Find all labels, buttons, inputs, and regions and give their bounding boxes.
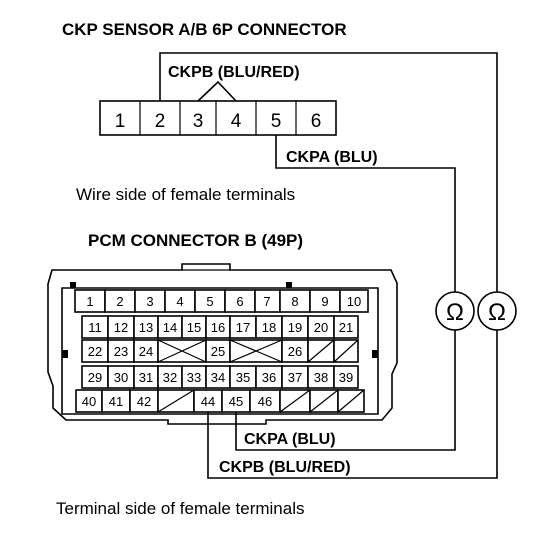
pcm-row-4: 29 30 31 32 33 34 35 36 37 38 39 bbox=[81, 365, 359, 389]
pcm-pin-15: 15 bbox=[187, 320, 201, 335]
ckpb-sensor-label: CKPB (BLU/RED) bbox=[168, 64, 300, 81]
pcm-pin-3: 3 bbox=[146, 294, 153, 309]
pcm-connector-title: PCM CONNECTOR B (49P) bbox=[88, 231, 303, 250]
pcm-pin-39: 39 bbox=[339, 370, 353, 385]
pcm-pin-6: 6 bbox=[236, 294, 243, 309]
pcm-pin-4: 4 bbox=[176, 294, 183, 309]
pcm-pin-37: 37 bbox=[288, 370, 302, 385]
pcm-pin-33: 33 bbox=[187, 370, 201, 385]
sensor-connector-pins: 1 2 3 4 5 6 bbox=[115, 101, 322, 135]
pcm-pin-21: 21 bbox=[339, 320, 353, 335]
pcm-pin-16: 16 bbox=[211, 320, 225, 335]
sensor-pin-3: 3 bbox=[193, 111, 204, 132]
pcm-pin-44: 44 bbox=[201, 394, 215, 409]
pcm-connector: 1 2 3 4 5 6 7 8 9 10 11 12 13 bbox=[47, 263, 398, 425]
pcm-pin-25: 25 bbox=[211, 344, 225, 359]
pcm-pin-23: 23 bbox=[114, 344, 128, 359]
ohmmeter-ckpa: Ω bbox=[435, 291, 475, 331]
pcm-pin-24: 24 bbox=[139, 344, 153, 359]
ckpb-pcm-wire bbox=[207, 330, 498, 479]
ckpa-pcm-label: CKPA (BLU) bbox=[244, 431, 336, 448]
pcm-row-5: 40 41 42 44 45 46 bbox=[75, 389, 365, 413]
pcm-pin-38: 38 bbox=[314, 370, 328, 385]
sensor-pin-2: 2 bbox=[155, 111, 166, 132]
pcm-pin-18: 18 bbox=[262, 320, 276, 335]
pcm-pin-30: 30 bbox=[114, 370, 128, 385]
pcm-pin-19: 19 bbox=[288, 320, 302, 335]
sensor-pin-5: 5 bbox=[271, 111, 282, 132]
ohmmeter-ckpb: Ω bbox=[477, 291, 517, 331]
pcm-pin-13: 13 bbox=[139, 320, 153, 335]
sensor-pin-1: 1 bbox=[115, 111, 126, 132]
pcm-pin-9: 9 bbox=[321, 294, 328, 309]
pcm-pin-17: 17 bbox=[236, 320, 250, 335]
pcm-pin-31: 31 bbox=[139, 370, 153, 385]
pcm-pin-2: 2 bbox=[116, 294, 123, 309]
ckpb-pcm-label: CKPB (BLU/RED) bbox=[219, 459, 351, 476]
pcm-pin-20: 20 bbox=[314, 320, 328, 335]
ohm-icon: Ω bbox=[446, 299, 464, 326]
pcm-pin-area bbox=[61, 287, 379, 415]
pcm-pin-8: 8 bbox=[291, 294, 298, 309]
ckpb-sensor-wire bbox=[159, 52, 498, 292]
pcm-pin-41: 41 bbox=[109, 394, 123, 409]
pcm-pin-34: 34 bbox=[211, 370, 225, 385]
pcm-pin-14: 14 bbox=[163, 320, 177, 335]
pcm-row-3: 22 23 24 25 26 bbox=[81, 339, 359, 363]
sensor-connector-title: CKP SENSOR A/B 6P CONNECTOR bbox=[62, 20, 347, 39]
ohm-icon: Ω bbox=[488, 299, 506, 326]
pcm-pin-29: 29 bbox=[88, 370, 102, 385]
pcm-pin-36: 36 bbox=[262, 370, 276, 385]
pcm-pin-10: 10 bbox=[347, 294, 361, 309]
pcm-pin-11: 11 bbox=[88, 320, 102, 335]
ckpa-pcm-wire bbox=[235, 330, 456, 451]
pcm-pin-1: 1 bbox=[86, 294, 93, 309]
pcm-pin-35: 35 bbox=[236, 370, 250, 385]
ckpa-sensor-label: CKPA (BLU) bbox=[286, 149, 378, 166]
pcm-housing bbox=[47, 263, 398, 425]
pcm-pin-42: 42 bbox=[137, 394, 151, 409]
sensor-caption: Wire side of female terminals bbox=[76, 185, 295, 204]
sensor-pin-6: 6 bbox=[311, 111, 322, 132]
pcm-pin-12: 12 bbox=[114, 320, 128, 335]
ckpa-sensor-wire bbox=[275, 135, 456, 292]
pcm-caption: Terminal side of female terminals bbox=[56, 499, 304, 518]
pcm-pin-45: 45 bbox=[229, 394, 243, 409]
pcm-pin-26: 26 bbox=[288, 344, 302, 359]
sensor-connector-body bbox=[99, 100, 337, 136]
pcm-pin-22: 22 bbox=[88, 344, 102, 359]
sensor-pin-4: 4 bbox=[231, 111, 242, 132]
pcm-pin-7: 7 bbox=[263, 294, 270, 309]
pcm-row-2: 11 12 13 14 15 16 17 18 19 20 21 bbox=[81, 315, 359, 339]
sensor-connector: 1 2 3 4 5 6 bbox=[99, 100, 337, 136]
pcm-row-1: 1 2 3 4 5 6 7 8 9 10 bbox=[74, 289, 369, 313]
pcm-pin-5: 5 bbox=[206, 294, 213, 309]
pcm-pin-46: 46 bbox=[258, 394, 272, 409]
pcm-pin-32: 32 bbox=[163, 370, 177, 385]
ckpb-junction bbox=[197, 80, 237, 102]
pcm-pin-40: 40 bbox=[82, 394, 96, 409]
